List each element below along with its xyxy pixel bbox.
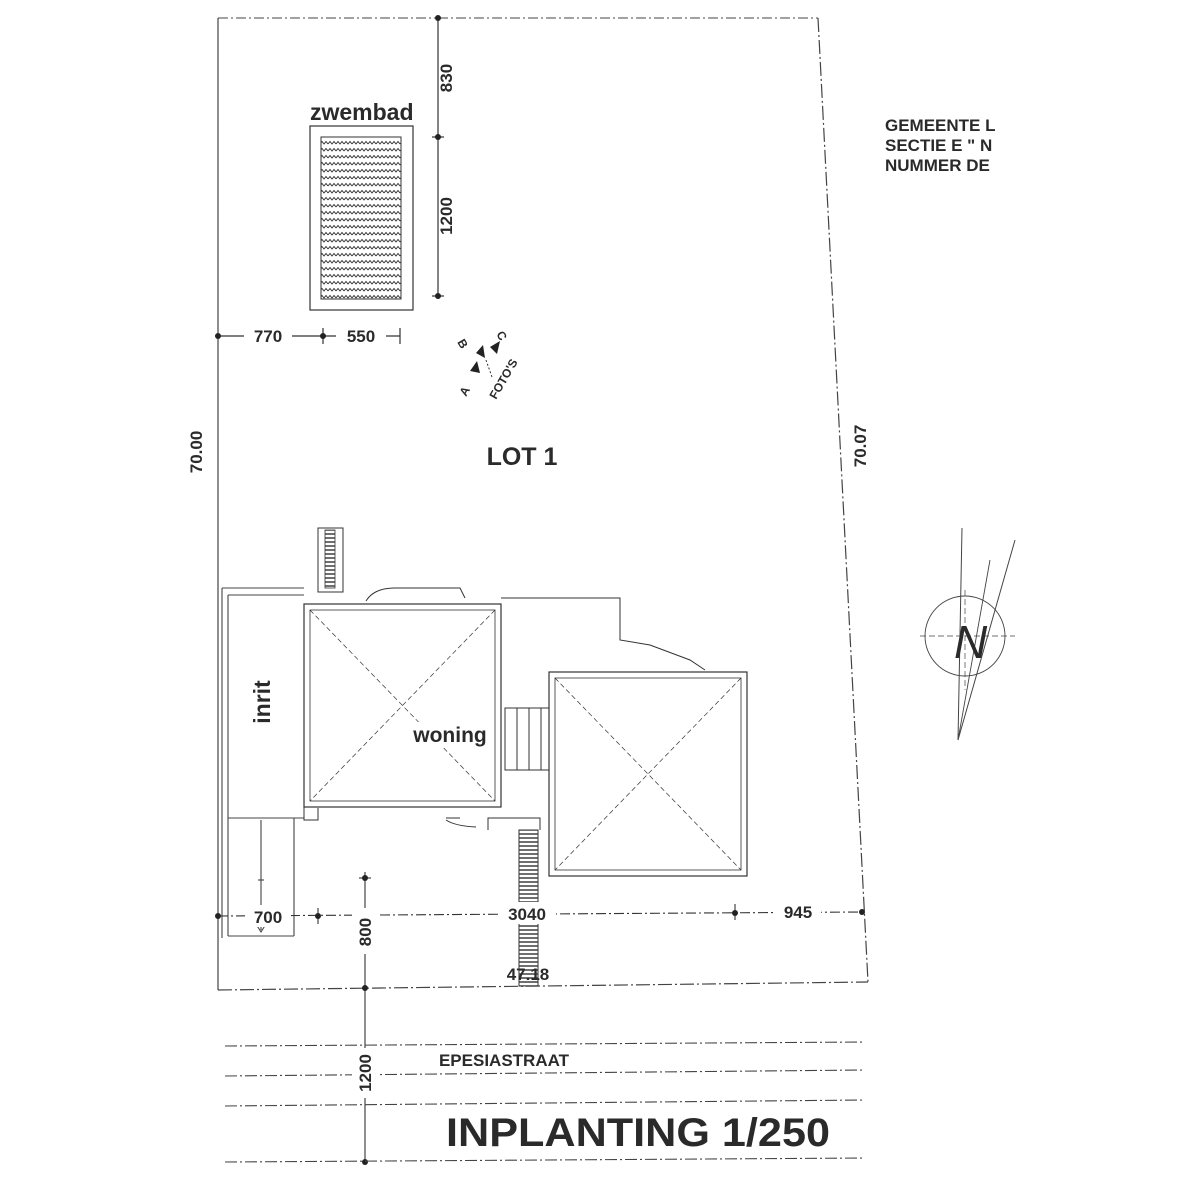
- photo-label-fotos: FOTO'S: [486, 356, 520, 401]
- plan-title: INPLANTING 1/250: [446, 1111, 830, 1155]
- secondary-building: [548, 671, 748, 877]
- photo-label-c: C: [493, 329, 510, 344]
- swimming-pool: [309, 125, 414, 311]
- municipality-line-1: GEMEENTE L: [885, 116, 996, 135]
- dim-street-width: 1200: [356, 1054, 375, 1092]
- municipality-block: GEMEENTE L SECTIE E " N NUMMER DE: [885, 116, 1025, 176]
- main-house: [303, 527, 706, 828]
- municipality-line-2: SECTIE E " N: [885, 136, 993, 155]
- dim-left-side: 70.00: [187, 431, 206, 474]
- dim-house-width: 3040: [508, 905, 546, 924]
- municipality-line-3: NUMMER DE: [885, 156, 990, 175]
- photo-label-a: A: [456, 384, 473, 399]
- dim-pool-length: 1200: [437, 197, 456, 235]
- connecting-stairs: [504, 707, 550, 771]
- dim-front-width: 47.18: [507, 965, 550, 984]
- dim-front-setback: 800: [356, 918, 375, 946]
- photo-label-b: B: [454, 337, 471, 352]
- house-label: woning: [412, 724, 486, 747]
- lot-boundary: [217, 17, 869, 991]
- north-arrow-icon: [920, 527, 1016, 741]
- driveway-label: inrit: [249, 680, 275, 724]
- street-name: EPESIASTRAAT: [439, 1051, 570, 1070]
- dim-right-side-gap: 945: [784, 903, 812, 922]
- pool-vertical-dimension: [432, 18, 444, 297]
- dim-left-to-pool: 770: [254, 327, 282, 346]
- north-label: N: [954, 616, 988, 668]
- street-lines: [224, 1041, 866, 1163]
- dim-pool-width: 550: [347, 327, 375, 346]
- photo-markers: [470, 341, 500, 378]
- dim-front-left: 700: [254, 908, 282, 927]
- pool-label: zwembad: [310, 99, 414, 125]
- dim-top-to-pool: 830: [437, 64, 456, 92]
- dim-right-side: 70.07: [851, 425, 870, 468]
- lot-label: LOT 1: [487, 443, 558, 471]
- driveway: [221, 587, 304, 938]
